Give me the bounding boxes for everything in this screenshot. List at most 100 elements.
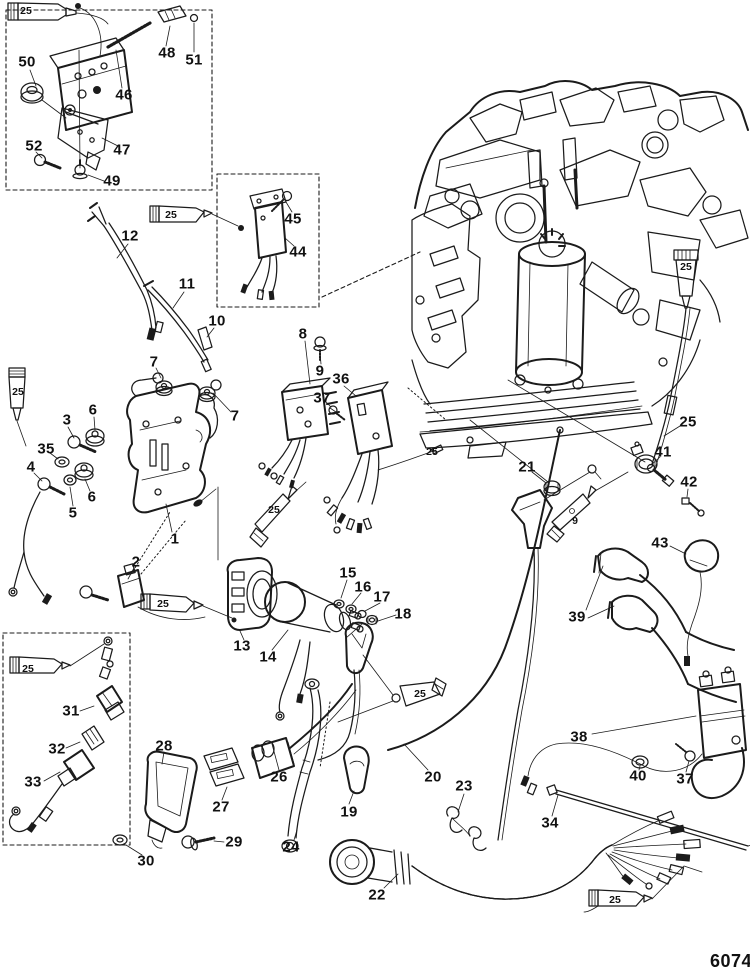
inset-box-relay bbox=[5, 2, 213, 191]
part-number-text: 15 bbox=[339, 564, 357, 582]
grommet-50 bbox=[20, 82, 44, 104]
screw-thread bbox=[106, 21, 152, 49]
part-number-label: 18 bbox=[394, 607, 411, 622]
part-number-label: 33 bbox=[24, 775, 41, 790]
washer-5 bbox=[63, 474, 77, 507]
relay-box bbox=[49, 37, 133, 131]
part-number-label: 5 bbox=[69, 506, 78, 521]
part-number-text: 6 bbox=[88, 401, 98, 419]
part-number-text: 29 bbox=[225, 833, 243, 851]
sealant-tube-icon bbox=[673, 249, 699, 309]
part-number-text: 47 bbox=[113, 141, 131, 159]
strap-24 bbox=[281, 678, 331, 853]
fuse-lead-assembly bbox=[8, 636, 125, 833]
part-number-text: 41 bbox=[654, 443, 672, 461]
part-number-text: 25 bbox=[268, 503, 280, 516]
wire-clips-23 bbox=[446, 793, 487, 851]
sealant-tube-icon bbox=[337, 654, 447, 723]
sealant-tube-icon bbox=[7, 2, 109, 57]
part-number-text: 2 bbox=[131, 553, 141, 571]
connector-26 bbox=[251, 683, 357, 779]
part-number-label: 48 bbox=[158, 46, 175, 61]
part-number-text: 25 bbox=[609, 893, 621, 906]
part-number-label: 10 bbox=[208, 314, 225, 329]
bolt-9 bbox=[313, 336, 327, 365]
part-number-label: 45 bbox=[284, 212, 301, 227]
part-number-text: 19 bbox=[340, 803, 358, 821]
part-number-label: 25 bbox=[426, 447, 438, 458]
part-number-label: 41 bbox=[654, 445, 671, 460]
part-number-text: 25 bbox=[22, 662, 34, 675]
coil-primary-wire bbox=[520, 742, 703, 796]
part-number-label: 35 bbox=[37, 442, 54, 457]
part-number-text: 51 bbox=[185, 51, 203, 69]
stop-switch-2 bbox=[79, 486, 219, 620]
part-number-label: 43 bbox=[651, 536, 668, 551]
battery-cable-boot bbox=[317, 621, 374, 761]
figure-number: 6074 bbox=[709, 951, 750, 971]
part-number-text: 16 bbox=[354, 578, 372, 596]
part-number-text: 25 bbox=[426, 445, 438, 458]
part-number-label: 6 bbox=[89, 403, 98, 418]
part-number-label: 20 bbox=[424, 770, 441, 785]
part-number-label: 40 bbox=[629, 769, 646, 784]
part-number-label: 22 bbox=[368, 888, 385, 903]
part-number-label: 25 bbox=[12, 387, 24, 398]
part-number-text: 11 bbox=[178, 275, 196, 293]
starter-solenoid-14 bbox=[264, 581, 364, 721]
part-number-text: 3 bbox=[62, 411, 72, 429]
part-number-label: 3 bbox=[63, 413, 72, 428]
part-number-text: 46 bbox=[115, 86, 133, 104]
part-number-label: 50 bbox=[18, 55, 35, 70]
powerhead-engine bbox=[411, 80, 749, 483]
part-number-text: 20 bbox=[424, 768, 442, 786]
part-number-label: 17 bbox=[373, 590, 390, 605]
part-number-label: 28 bbox=[155, 739, 172, 754]
spark-plug-boot-21 bbox=[497, 464, 602, 841]
bracket-plate-1 bbox=[126, 377, 219, 533]
part-number-label: 25 bbox=[414, 689, 426, 700]
part-number-label: 16 bbox=[354, 580, 371, 595]
part-number-label: 25 bbox=[609, 895, 621, 906]
rectifier-8 bbox=[258, 340, 341, 489]
part-number-label: 32 bbox=[48, 742, 65, 757]
part-number-text: 9 bbox=[315, 362, 325, 380]
part-number-label: 31 bbox=[62, 704, 79, 719]
part-number-label: 9 bbox=[572, 516, 578, 527]
connector-holder-27 bbox=[203, 747, 245, 801]
part-number-text: 39 bbox=[568, 608, 586, 626]
part-number-label: 29 bbox=[225, 835, 242, 850]
part-number-text: 32 bbox=[48, 740, 66, 758]
part-number-text: 7 bbox=[149, 353, 159, 371]
bolt-37-coil bbox=[675, 743, 696, 773]
part-number-label: 21 bbox=[518, 460, 535, 475]
part-number-label: 12 bbox=[121, 229, 138, 244]
part-number-label: 51 bbox=[185, 53, 202, 68]
washer-35 bbox=[49, 452, 70, 468]
ground-wire bbox=[8, 491, 53, 605]
wire-lead-12 bbox=[87, 202, 164, 341]
bolt-29 bbox=[181, 835, 225, 851]
sender-lead-wire bbox=[646, 307, 691, 473]
part-number-label: 25 bbox=[165, 210, 177, 221]
part-number-label: 44 bbox=[289, 245, 306, 260]
sealant-tube-icon bbox=[140, 593, 237, 623]
part-number-text: 25 bbox=[679, 413, 697, 431]
part-number-label: 46 bbox=[115, 88, 132, 103]
part-number-text: 45 bbox=[284, 210, 302, 228]
bolt-4 bbox=[33, 472, 66, 496]
part-number-label: 25 bbox=[680, 262, 692, 273]
part-number-text: 10 bbox=[208, 312, 226, 330]
part-number-label: 13 bbox=[233, 639, 250, 654]
part-number-label: 25 bbox=[157, 599, 169, 610]
part-number-text: 43 bbox=[651, 534, 669, 552]
part-number-text: 14 bbox=[259, 648, 277, 666]
part-number-text: 50 bbox=[18, 53, 36, 71]
part-number-label: 6 bbox=[88, 490, 97, 505]
sealant-tube-icon bbox=[583, 865, 703, 913]
sealant-tube-icon bbox=[249, 481, 307, 548]
sealant-tube-icon bbox=[9, 643, 105, 674]
part-number-label: 4 bbox=[27, 460, 36, 475]
oil-pressure-switch-41 bbox=[630, 441, 675, 487]
